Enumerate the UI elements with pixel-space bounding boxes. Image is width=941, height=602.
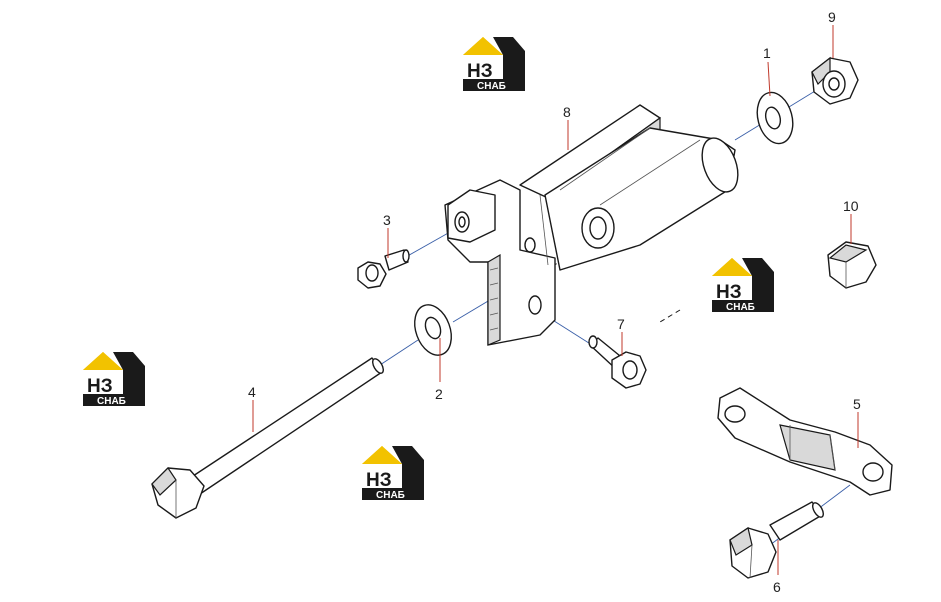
part-bracket bbox=[444, 104, 739, 346]
part-washer-2 bbox=[414, 304, 452, 356]
axis-line bbox=[403, 231, 451, 259]
callout-9: 9 bbox=[828, 9, 836, 58]
watermark-logo: НЗ СНАБ bbox=[712, 258, 774, 313]
watermark-caption: СНАБ bbox=[477, 81, 506, 92]
watermark-caption: СНАБ bbox=[726, 302, 755, 313]
part-bolt-7 bbox=[588, 335, 647, 389]
part-strap-5 bbox=[717, 387, 893, 496]
callout-label: 6 bbox=[773, 579, 781, 595]
watermark-mark: НЗ bbox=[366, 470, 392, 491]
watermark-caption: СНАБ bbox=[376, 490, 405, 501]
watermark-caption: СНАБ bbox=[97, 396, 126, 407]
part-bolt-3 bbox=[357, 249, 410, 289]
callout-label: 8 bbox=[563, 104, 571, 120]
part-bolt-6 bbox=[729, 501, 824, 579]
callout-label: 3 bbox=[383, 212, 391, 228]
callout-4: 4 bbox=[248, 384, 256, 432]
callout-10: 10 bbox=[843, 198, 859, 244]
callout-label: 4 bbox=[248, 384, 256, 400]
watermark-mark: НЗ bbox=[467, 61, 493, 82]
callout-label: 7 bbox=[617, 316, 625, 332]
callout-6: 6 bbox=[773, 540, 781, 595]
watermark-logo: НЗ СНАБ bbox=[463, 37, 525, 92]
watermark-mark: НЗ bbox=[87, 376, 113, 397]
part-nut-10 bbox=[827, 241, 877, 289]
callout-label: 10 bbox=[843, 198, 859, 214]
part-washer-1 bbox=[756, 91, 794, 145]
callout-5: 5 bbox=[853, 396, 861, 448]
callout-label: 2 bbox=[435, 386, 443, 402]
callout-2: 2 bbox=[435, 338, 443, 402]
callout-7: 7 bbox=[617, 316, 625, 356]
part-nut-9 bbox=[811, 56, 859, 105]
watermark-mark: НЗ bbox=[716, 282, 742, 303]
callout-label: 1 bbox=[763, 45, 771, 61]
callout-1: 1 bbox=[763, 45, 771, 97]
callout-label: 9 bbox=[828, 9, 836, 25]
watermark-logo: НЗ СНАБ bbox=[83, 352, 145, 407]
callout-3: 3 bbox=[383, 212, 391, 258]
callout-label: 5 bbox=[853, 396, 861, 412]
axis-line bbox=[379, 339, 419, 366]
part-bolt-4 bbox=[151, 357, 384, 519]
watermark-logo: НЗ СНАБ bbox=[362, 446, 424, 501]
callout-8: 8 bbox=[563, 104, 571, 150]
hidden-line bbox=[659, 309, 681, 323]
